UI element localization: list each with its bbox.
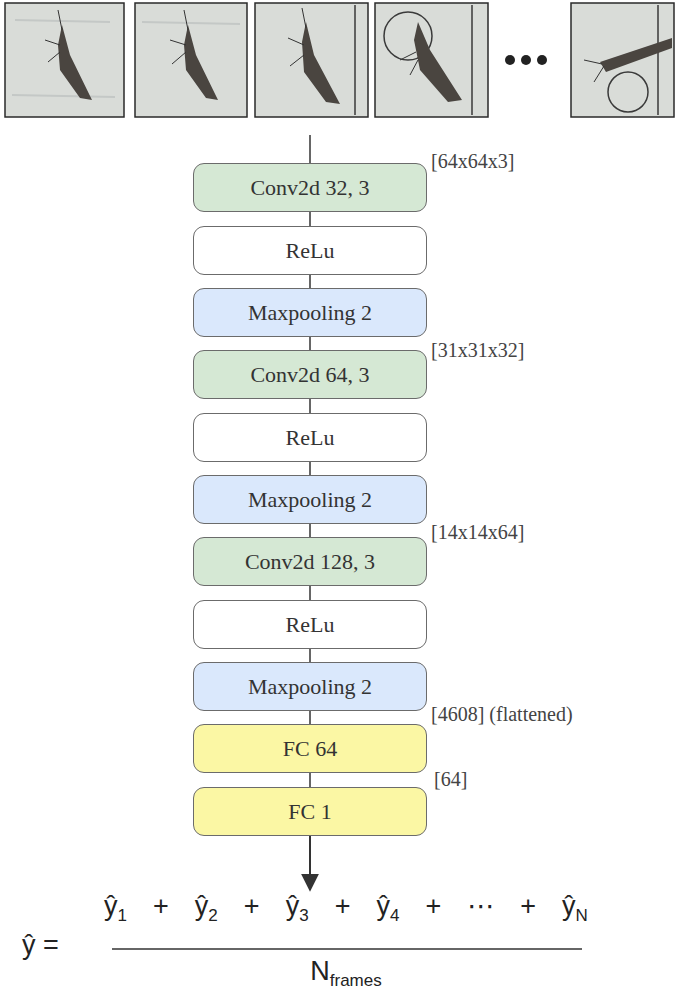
layer-connector <box>309 399 311 413</box>
formula-term: + <box>425 891 441 922</box>
video-frame <box>375 3 488 117</box>
conv-layer-box: Conv2d 32, 3 <box>193 163 427 212</box>
layer-label: Conv2d 64, 3 <box>240 362 379 388</box>
formula-term: ŷ3 <box>286 891 309 922</box>
formula-term: ŷ4 <box>376 891 399 922</box>
layer-label: Maxpooling 2 <box>238 674 382 700</box>
ellipsis-dots <box>505 55 547 65</box>
video-frame <box>571 3 674 117</box>
layer-label: Conv2d 32, 3 <box>240 175 379 201</box>
activation-box: ReLu <box>193 600 427 649</box>
formula-term: Nframes <box>310 956 381 987</box>
video-frame <box>255 3 368 117</box>
formula-term: ŷ1 <box>104 891 127 922</box>
formula-lhs: ŷ = <box>22 930 59 961</box>
formula-term: + <box>520 891 536 922</box>
layer-connector <box>309 586 311 600</box>
pooling-box: Maxpooling 2 <box>193 288 427 337</box>
tensor-shape-label: [4608] (flattened) <box>431 703 573 726</box>
video-frame <box>5 3 124 117</box>
tensor-shape-label: [31x31x32] <box>431 339 524 362</box>
activation-box: ReLu <box>193 226 427 275</box>
video-frame <box>135 3 247 117</box>
output-arrow <box>309 836 311 890</box>
layer-connector <box>309 212 311 226</box>
layer-label: Maxpooling 2 <box>238 300 382 326</box>
fraction-bar <box>112 948 582 950</box>
formula-term: ŷ2 <box>195 891 218 922</box>
formula-term: + <box>153 891 169 922</box>
conv-layer-box: Conv2d 64, 3 <box>193 350 427 399</box>
layer-connector <box>309 462 311 475</box>
pooling-box: Maxpooling 2 <box>193 475 427 524</box>
activation-box: ReLu <box>193 413 427 462</box>
layer-connector <box>309 773 311 787</box>
layer-connector <box>309 649 311 662</box>
formula-term: + <box>244 891 260 922</box>
layer-label: Conv2d 128, 3 <box>235 549 385 575</box>
conv-layer-box: Conv2d 128, 3 <box>193 537 427 586</box>
layer-label: FC 64 <box>273 736 347 762</box>
tensor-shape-label: [64x64x3] <box>431 150 514 173</box>
tensor-shape-label: [14x14x64] <box>431 521 524 544</box>
layer-connector <box>309 711 311 724</box>
layer-label: ReLu <box>276 425 345 451</box>
layer-connector <box>309 275 311 288</box>
layer-connector <box>309 337 311 350</box>
formula-term: ⋯ <box>467 890 494 922</box>
formula-term: ŷN <box>562 891 588 922</box>
tensor-shape-label: [64] <box>434 768 467 791</box>
layer-connector <box>309 524 311 537</box>
formula-term: + <box>335 891 351 922</box>
layer-label: FC 1 <box>278 799 341 825</box>
layer-label: Maxpooling 2 <box>238 487 382 513</box>
dense-layer-box: FC 64 <box>193 724 427 773</box>
layer-label: ReLu <box>276 612 345 638</box>
layer-label: ReLu <box>276 238 345 264</box>
input-line <box>309 135 311 163</box>
dense-layer-box: FC 1 <box>193 787 427 836</box>
pooling-box: Maxpooling 2 <box>193 662 427 711</box>
